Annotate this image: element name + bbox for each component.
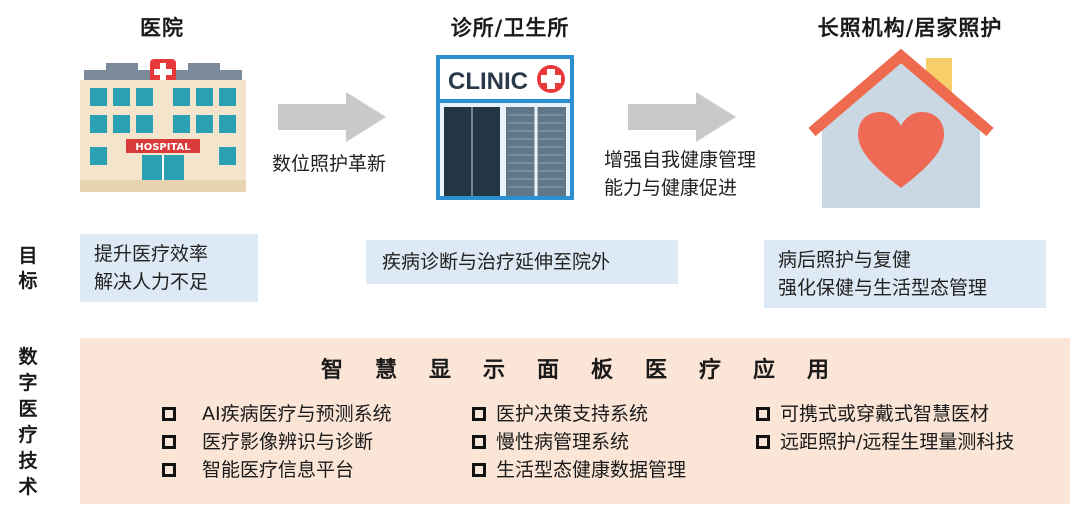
goal-box-hospital: 提升医疗效率 解决人力不足 [80,234,258,302]
tech-panel-title: 智慧显示面板医疗应用 [320,358,861,383]
tech-item: AI疾病医疗与预测系统 [162,400,392,428]
arrow-right-icon [278,92,386,142]
home-care-icon [808,48,994,208]
stage-title-home-care: 长照机构/居家照护 [817,16,1003,40]
checkbox-square-icon [756,435,770,449]
clinic-sign-text: CLINIC [448,68,528,95]
checkbox-square-icon [756,407,770,421]
arrow-right-icon [628,92,736,142]
stage-title-clinic: 诊所/卫生所 [450,16,570,40]
tech-panel: 智慧显示面板医疗应用 AI疾病医疗与预测系统 医疗影像辨识与诊断 智能医疗信息平… [80,338,1070,504]
checkbox-square-icon [162,435,176,449]
checkbox-square-icon [162,463,176,477]
checkbox-square-icon [472,407,486,421]
tech-item: 医疗影像辨识与诊断 [162,428,373,456]
hospital-sign-text: HOSPITAL [135,142,191,153]
checkbox-square-icon [472,435,486,449]
stage-title-hospital: 医院 [140,16,184,40]
tech-item: 医护决策支持系统 [472,400,648,428]
checkbox-square-icon [472,463,486,477]
checkbox-square-icon [162,407,176,421]
tech-label: 数 字 医 疗 技 术 [18,346,38,498]
arrow-label-digital-care: 数位照护革新 [272,153,387,175]
tech-item: 慢性病管理系统 [472,428,629,456]
tech-item: 生活型态健康数据管理 [472,456,686,484]
goal-box-clinic: 疾病诊断与治疗延伸至院外 [366,240,678,284]
goals-label: 目 标 [18,245,38,292]
tech-item: 可携式或穿戴式智慧医材 [756,400,989,428]
arrow-label-self-health: 增强自我健康管理 能力与健康促进 [604,149,757,199]
clinic-icon: CLINIC [436,55,574,200]
goal-box-home-care: 病后照护与复健 强化保健与生活型态管理 [764,240,1046,308]
tech-item: 远距照护/远程生理量测科技 [756,428,1014,456]
tech-item: 智能医疗信息平台 [162,456,354,484]
hospital-icon: HOSPITAL [80,59,246,192]
